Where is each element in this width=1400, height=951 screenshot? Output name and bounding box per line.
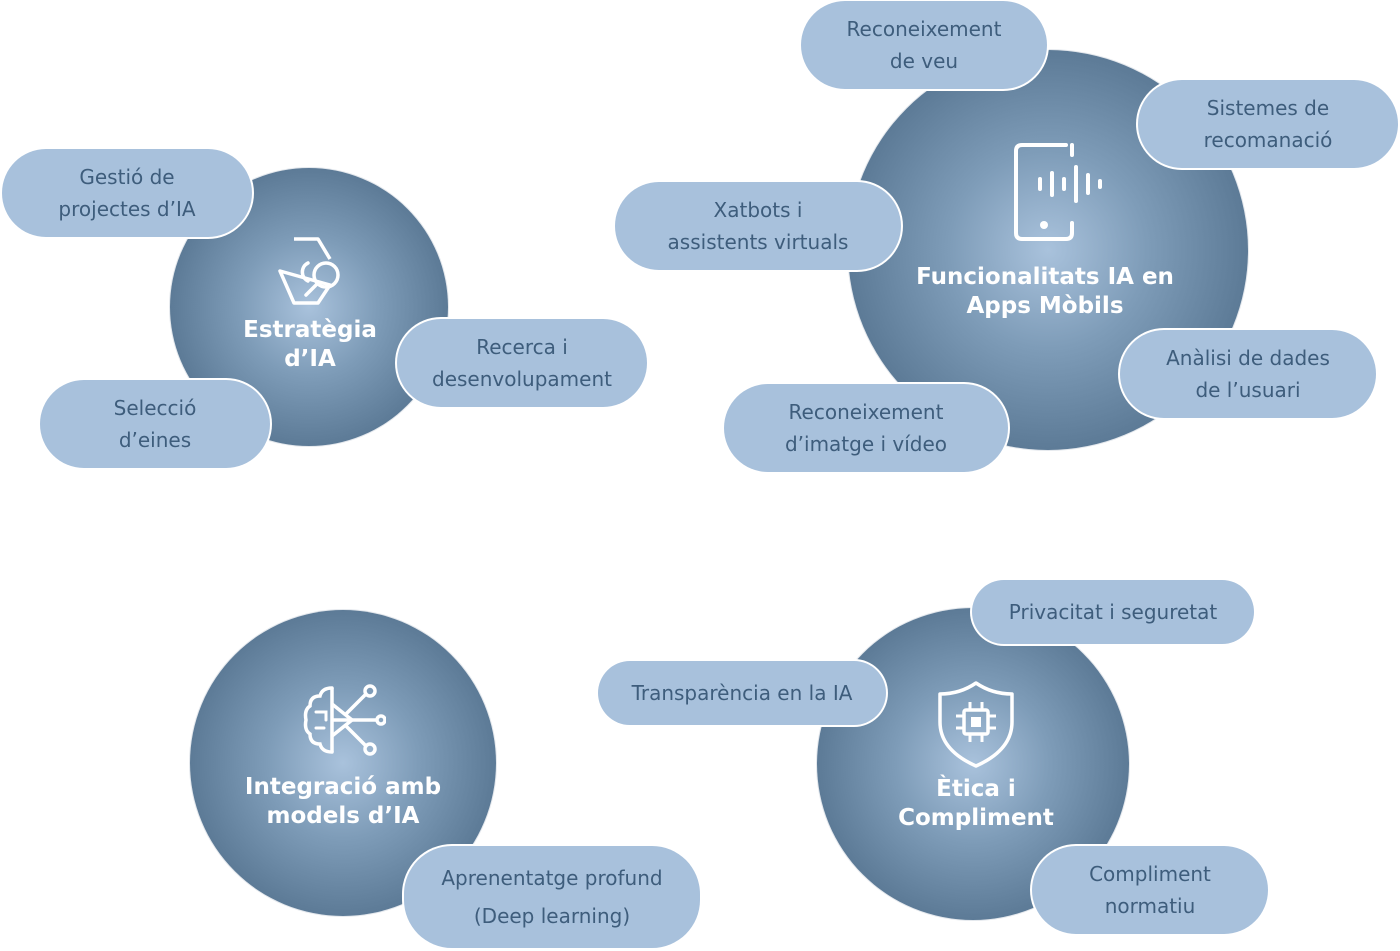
ethics-title: Ètica i Compliment xyxy=(898,776,1054,831)
mobile-pill-5: Reconeixement d’imatge i vídeo xyxy=(724,384,1008,472)
brain-network-icon xyxy=(303,684,386,756)
mobile-pill-3: Xatbots i assistents virtuals xyxy=(615,182,901,270)
strategy-title: Estratègia d’IA xyxy=(243,317,377,372)
mobile-pill-2: Sistemes de recomanació xyxy=(1138,80,1398,168)
mobile-title: Funcionalitats IA en Apps Mòbils xyxy=(916,264,1174,319)
ethics-pill-3: Compliment normatiu xyxy=(1032,846,1268,934)
strategy-pill-3: Selecció d’eines xyxy=(40,380,270,468)
strategy-pill-2: Recerca i desenvolupament xyxy=(397,319,647,407)
integration-title: Integració amb models d’IA xyxy=(244,774,442,829)
integration-pill-1: Aprenentatge profund (Deep learning) xyxy=(404,846,700,948)
ethics-pill-1: Privacitat i seguretat xyxy=(972,580,1254,644)
shield-chip-icon xyxy=(938,681,1014,768)
mobile-pill-4: Anàlisi de dades de l’usuari xyxy=(1120,330,1376,418)
ethics-pill-2: Transparència en la IA xyxy=(598,661,886,725)
phone-voice-icon xyxy=(1014,143,1102,241)
strategy-pill-1: Gestió de projectes d’IA xyxy=(2,149,252,237)
mobile-pill-1: Reconeixement de veu xyxy=(801,1,1047,89)
hexagon-search-icon xyxy=(278,237,340,305)
